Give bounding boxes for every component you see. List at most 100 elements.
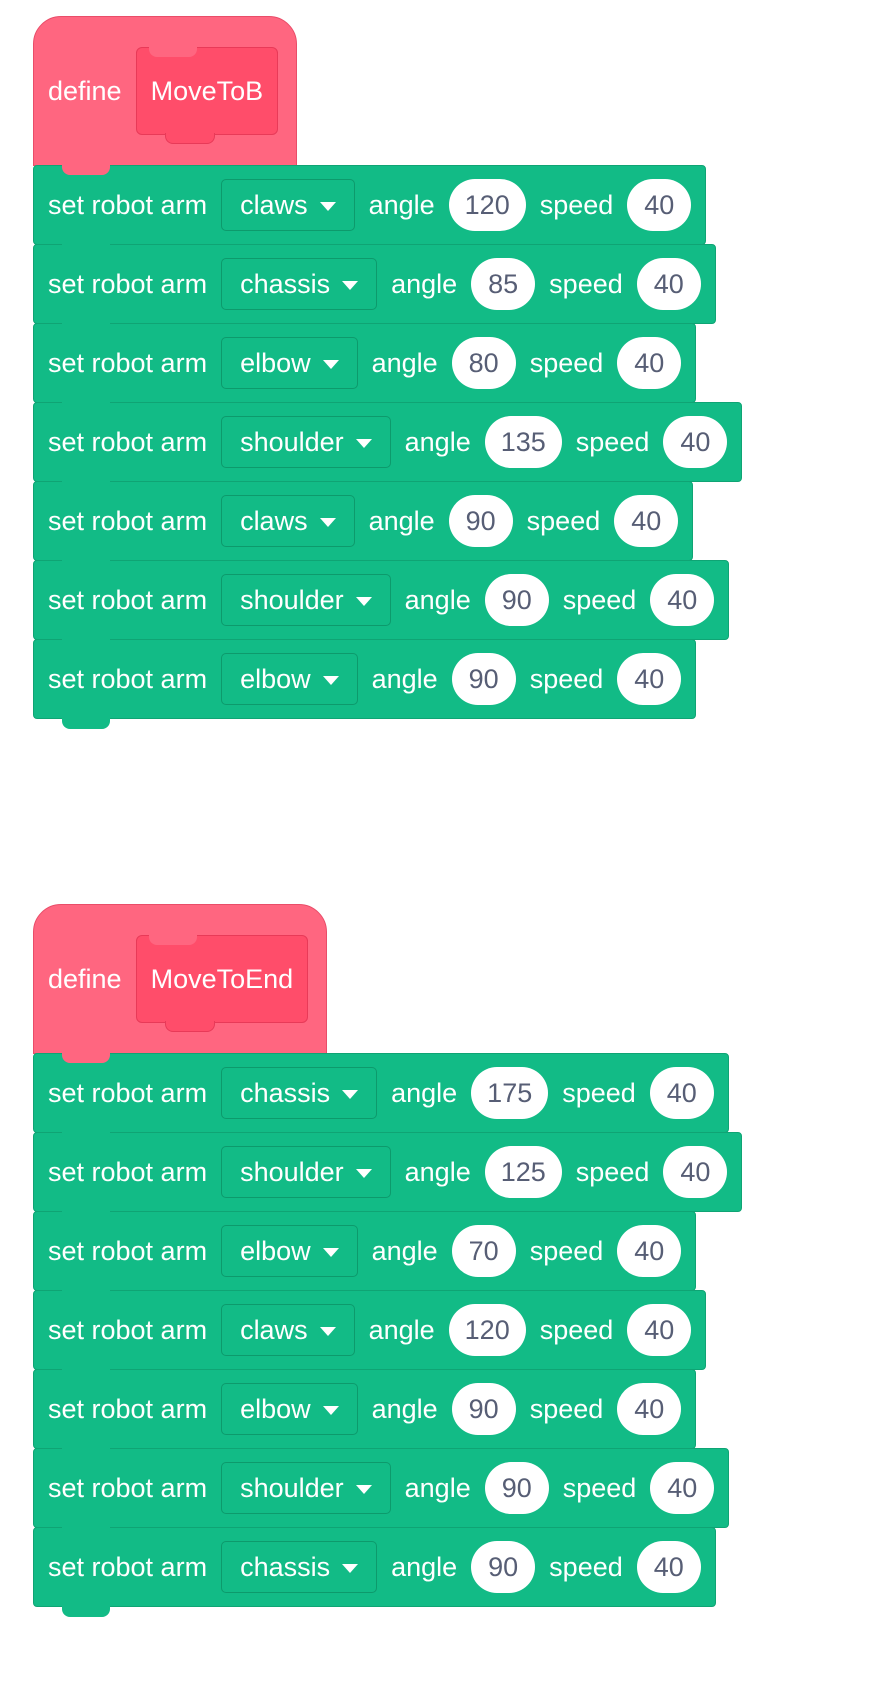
angle-input[interactable]: 125: [484, 1146, 562, 1198]
define-block[interactable]: define MoveToEnd: [33, 904, 327, 1063]
script-move-to-b[interactable]: define MoveToB set robot arm claws angle…: [33, 16, 743, 729]
angle-label: angle: [404, 584, 471, 615]
set-robot-arm-block[interactable]: set robot arm claws angle 120 speed 40: [33, 165, 707, 255]
block-label: set robot arm: [48, 663, 208, 694]
joint-dropdown[interactable]: shoulder: [221, 1462, 391, 1514]
angle-input[interactable]: 85: [471, 258, 536, 310]
set-robot-arm-block[interactable]: set robot arm chassis angle 175 speed 40: [33, 1053, 729, 1143]
angle-input[interactable]: 90: [451, 1383, 516, 1435]
joint-dropdown[interactable]: chassis: [221, 1541, 378, 1593]
speed-input[interactable]: 40: [649, 1067, 714, 1119]
block-label: set robot arm: [48, 268, 208, 299]
joint-dropdown[interactable]: elbow: [221, 1225, 358, 1277]
block-label: set robot arm: [48, 1156, 208, 1187]
caret-down-icon: [355, 597, 372, 606]
joint-dropdown[interactable]: chassis: [221, 258, 378, 310]
angle-input[interactable]: 90: [484, 1462, 549, 1514]
joint-dropdown[interactable]: elbow: [221, 653, 358, 705]
angle-label: angle: [368, 1314, 435, 1345]
angle-input[interactable]: 120: [448, 179, 526, 231]
joint-dropdown[interactable]: elbow: [221, 1383, 358, 1435]
speed-input[interactable]: 40: [627, 179, 692, 231]
speed-label: speed: [529, 663, 604, 694]
caret-down-icon: [342, 281, 359, 290]
set-robot-arm-block[interactable]: set robot arm claws angle 90 speed 40: [33, 481, 694, 571]
angle-label: angle: [368, 189, 435, 220]
angle-input[interactable]: 90: [448, 495, 513, 547]
joint-dropdown[interactable]: claws: [221, 179, 355, 231]
set-robot-arm-block[interactable]: set robot arm elbow angle 70 speed 40: [33, 1211, 697, 1301]
caret-down-icon: [319, 518, 336, 527]
speed-label: speed: [529, 347, 604, 378]
joint-dropdown[interactable]: elbow: [221, 337, 358, 389]
block-notch: [62, 1447, 110, 1459]
angle-label: angle: [371, 663, 438, 694]
set-robot-arm-block[interactable]: set robot arm shoulder angle 135 speed 4…: [33, 402, 743, 492]
speed-input[interactable]: 40: [617, 653, 682, 705]
joint-dropdown[interactable]: shoulder: [221, 574, 391, 626]
block-notch: [62, 1210, 110, 1222]
define-label: define: [48, 963, 122, 994]
joint-value: shoulder: [240, 584, 344, 615]
angle-input[interactable]: 90: [471, 1541, 536, 1593]
speed-input[interactable]: 40: [636, 1541, 701, 1593]
procedure-name[interactable]: MoveToEnd: [135, 935, 309, 1032]
set-robot-arm-block[interactable]: set robot arm elbow angle 80 speed 40: [33, 323, 697, 413]
angle-label: angle: [371, 1235, 438, 1266]
joint-dropdown[interactable]: shoulder: [221, 416, 391, 468]
block-notch: [62, 1289, 110, 1301]
joint-dropdown[interactable]: claws: [221, 495, 355, 547]
speed-input[interactable]: 40: [663, 416, 728, 468]
set-robot-arm-block[interactable]: set robot arm shoulder angle 90 speed 40: [33, 560, 730, 650]
speed-label: speed: [549, 268, 623, 299]
angle-input[interactable]: 175: [471, 1067, 549, 1119]
speed-label: speed: [539, 189, 614, 220]
speed-input[interactable]: 40: [614, 495, 679, 547]
set-robot-arm-block[interactable]: set robot arm elbow angle 90 speed 40: [33, 639, 697, 729]
speed-input[interactable]: 40: [636, 258, 701, 310]
procedure-name[interactable]: MoveToB: [135, 47, 279, 144]
script-move-to-end[interactable]: define MoveToEnd set robot arm chassis a…: [33, 904, 743, 1617]
speed-label: speed: [562, 584, 637, 615]
speed-input[interactable]: 40: [617, 1383, 682, 1435]
angle-input[interactable]: 80: [451, 337, 516, 389]
set-robot-arm-block[interactable]: set robot arm chassis angle 90 speed 40: [33, 1527, 716, 1617]
caret-down-icon: [342, 1564, 359, 1573]
angle-input[interactable]: 90: [484, 574, 549, 626]
set-robot-arm-block[interactable]: set robot arm chassis angle 85 speed 40: [33, 244, 716, 334]
speed-label: speed: [529, 1235, 604, 1266]
joint-value: claws: [240, 189, 308, 220]
angle-input[interactable]: 70: [451, 1225, 516, 1277]
angle-input[interactable]: 120: [448, 1304, 526, 1356]
hat-notch: [62, 164, 110, 175]
speed-input[interactable]: 40: [650, 1462, 715, 1514]
angle-label: angle: [404, 426, 471, 457]
caret-down-icon: [319, 1327, 336, 1336]
angle-input[interactable]: 135: [484, 416, 562, 468]
joint-dropdown[interactable]: chassis: [221, 1067, 378, 1119]
set-robot-arm-block[interactable]: set robot arm claws angle 120 speed 40: [33, 1290, 707, 1380]
set-robot-arm-block[interactable]: set robot arm shoulder angle 125 speed 4…: [33, 1132, 743, 1222]
speed-input[interactable]: 40: [617, 1225, 682, 1277]
block-label: set robot arm: [48, 1077, 208, 1108]
speed-label: speed: [539, 1314, 614, 1345]
caret-down-icon: [355, 1485, 372, 1494]
speed-input[interactable]: 40: [650, 574, 715, 626]
set-robot-arm-block[interactable]: set robot arm shoulder angle 90 speed 40: [33, 1448, 730, 1538]
joint-value: chassis: [240, 1077, 331, 1108]
joint-dropdown[interactable]: claws: [221, 1304, 355, 1356]
set-robot-arm-block[interactable]: set robot arm elbow angle 90 speed 40: [33, 1369, 697, 1459]
caret-down-icon: [322, 360, 339, 369]
block-notch: [62, 559, 110, 571]
speed-input[interactable]: 40: [627, 1304, 692, 1356]
speed-label: speed: [526, 505, 601, 536]
block-label: set robot arm: [48, 1314, 208, 1345]
angle-input[interactable]: 90: [451, 653, 516, 705]
speed-input[interactable]: 40: [617, 337, 682, 389]
joint-dropdown[interactable]: shoulder: [221, 1146, 391, 1198]
joint-value: elbow: [240, 1393, 311, 1424]
define-block[interactable]: define MoveToB: [33, 16, 297, 175]
joint-value: elbow: [240, 1235, 311, 1266]
speed-input[interactable]: 40: [663, 1146, 728, 1198]
speed-label: speed: [575, 1156, 650, 1187]
